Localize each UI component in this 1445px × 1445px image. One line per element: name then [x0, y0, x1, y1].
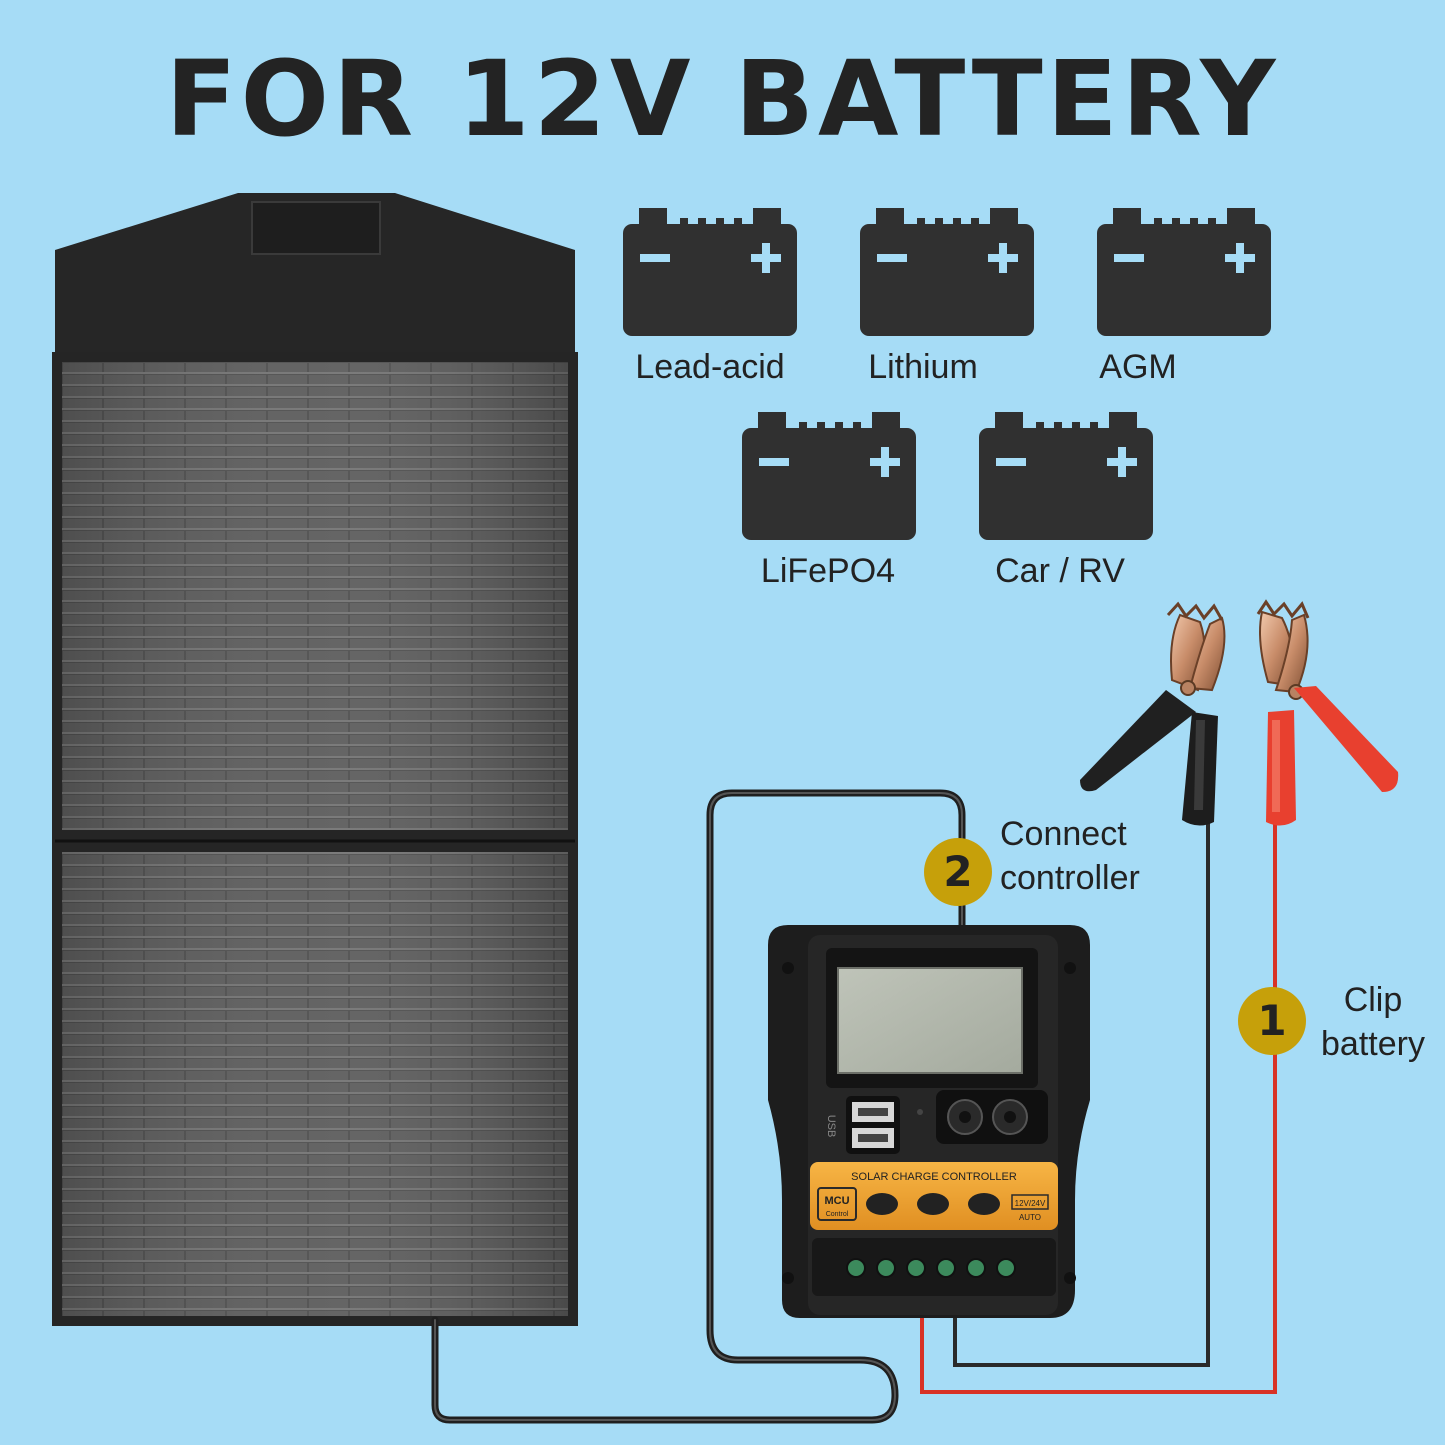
panel-handle [251, 201, 381, 255]
battery-label-lifepo4: LiFePO4 [760, 552, 896, 590]
usb-label: USB [825, 1115, 837, 1138]
battery-label-lithium: Lithium [868, 348, 978, 386]
terminal-block [812, 1238, 1056, 1296]
step-2-text: Connect controller [1000, 812, 1140, 900]
voltage-label: 12V/24V [1015, 1199, 1046, 1208]
step-2-line2: controller [1000, 859, 1140, 897]
battery-icon-lifepo4 [742, 412, 916, 540]
mcu-sub-label: Control [826, 1211, 849, 1218]
down-button [968, 1193, 1000, 1215]
step-1-line2: battery [1321, 1025, 1425, 1063]
auto-label: AUTO [1019, 1213, 1041, 1222]
step-2-line1: Connect [1000, 815, 1127, 853]
controller-header: SOLAR CHARGE CONTROLLER [851, 1171, 1017, 1183]
battery-icon-lead-acid [623, 208, 797, 336]
headline: FOR 12V BATTERY [165, 38, 1280, 160]
dc-socket-icon [936, 1090, 1048, 1144]
red-clamp [1256, 599, 1399, 826]
battery-label-car-rv: Car / RV [995, 552, 1125, 590]
battery-icon-car-rv [979, 412, 1153, 540]
battery-label-lead-acid: Lead-acid [635, 348, 785, 386]
step-1-text: Clip battery [1318, 978, 1428, 1066]
lcd-screen [837, 967, 1023, 1074]
usb-port-icon [846, 1096, 900, 1154]
battery-icon-agm [1097, 208, 1271, 336]
charge-controller: SOLAR CHARGE CONTROLLER MCU Control 12V/… [768, 925, 1090, 1318]
battery-label-agm: AGM [1099, 348, 1177, 386]
battery-icon-lithium [860, 208, 1034, 336]
mode-button [866, 1193, 898, 1215]
step-1-line1: Clip [1343, 981, 1403, 1019]
step-1-badge: 1 [1238, 987, 1306, 1055]
solar-panel [52, 193, 578, 1326]
battery-wires [920, 820, 1277, 1394]
panel-top-flap [55, 193, 575, 358]
up-button [917, 1193, 949, 1215]
step-2-badge: 2 [924, 838, 992, 906]
mcu-label: MCU [824, 1195, 849, 1207]
panel-cable [431, 789, 966, 1424]
black-clamp [1080, 601, 1226, 826]
